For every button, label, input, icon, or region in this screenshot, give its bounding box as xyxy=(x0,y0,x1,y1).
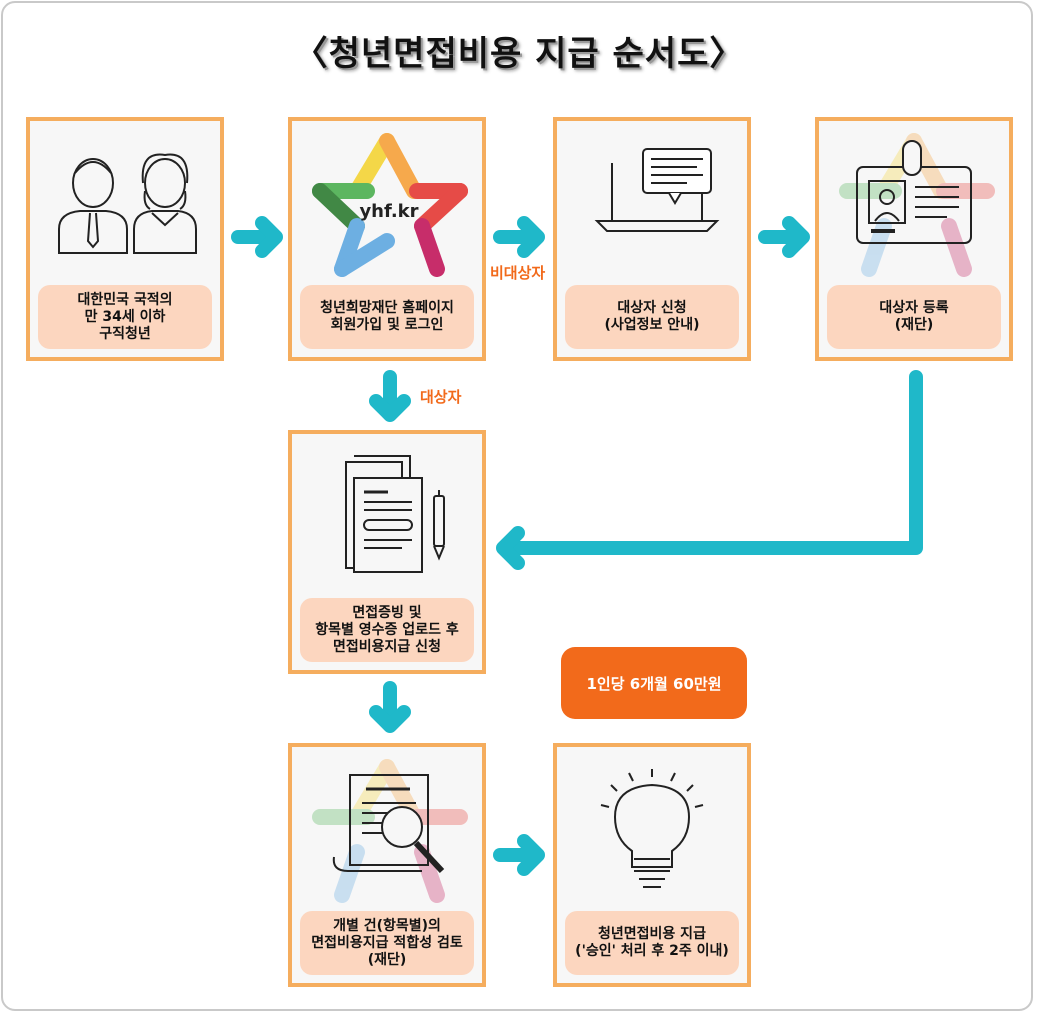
step-eligibility: 대한민국 국적의 만 34세 이하 구직청년 xyxy=(26,117,224,361)
laptop-chat-icon xyxy=(594,148,720,232)
logo-text: yhf.kr xyxy=(359,201,418,222)
diagram-title: 〈청년면접비용 지급 순서도〉 xyxy=(293,34,745,74)
step-apply: 대상자 신청 (사업정보 안내) xyxy=(553,117,751,361)
step-signup-login: yhf.kr 청년희망재단 홈페이지 회원가입 및 로그인 xyxy=(288,117,486,361)
arrow-return xyxy=(496,370,923,570)
document-magnifier-icon xyxy=(312,759,468,903)
step-label: 면접증빙 및 항목별 영수증 업로드 후 면접비용지급 신청 xyxy=(300,598,474,662)
non-target-label: 비대상자 xyxy=(490,264,546,282)
step-register: 대상자 등록 (재단) xyxy=(815,117,1013,361)
step-label: 청년희망재단 홈페이지 회원가입 및 로그인 xyxy=(300,285,474,349)
id-card-icon xyxy=(839,133,995,277)
arrow-right-2 xyxy=(493,216,545,258)
step-payment: 청년면접비용 지급 ('승인' 처리 후 2주 이내) xyxy=(553,743,751,987)
document-pen-icon xyxy=(345,455,445,573)
arrow-right-4 xyxy=(493,834,545,876)
yhf-star-logo-icon: yhf.kr xyxy=(312,133,468,277)
step-upload: 면접증빙 및 항목별 영수증 업로드 후 면접비용지급 신청 xyxy=(288,430,486,674)
amount-badge: 1인당 6개월 60만원 xyxy=(561,647,747,719)
target-label: 대상자 xyxy=(420,388,462,406)
step-label: 개별 건(항목별)의 면접비용지급 적합성 검토 (재단) xyxy=(300,911,474,975)
arrow-down-2 xyxy=(369,681,411,733)
step-label: 대상자 신청 (사업정보 안내) xyxy=(565,285,739,349)
arrow-right-1 xyxy=(231,216,283,258)
lightbulb-icon xyxy=(600,769,704,888)
step-label: 청년면접비용 지급 ('승인' 처리 후 2주 이내) xyxy=(565,911,739,975)
people-icon xyxy=(58,153,197,254)
step-review: 개별 건(항목별)의 면접비용지급 적합성 검토 (재단) xyxy=(288,743,486,987)
step-label: 대상자 등록 (재단) xyxy=(827,285,1001,349)
step-label: 대한민국 국적의 만 34세 이하 구직청년 xyxy=(38,285,212,349)
arrow-down-1 xyxy=(369,370,411,422)
arrow-right-3 xyxy=(758,216,810,258)
